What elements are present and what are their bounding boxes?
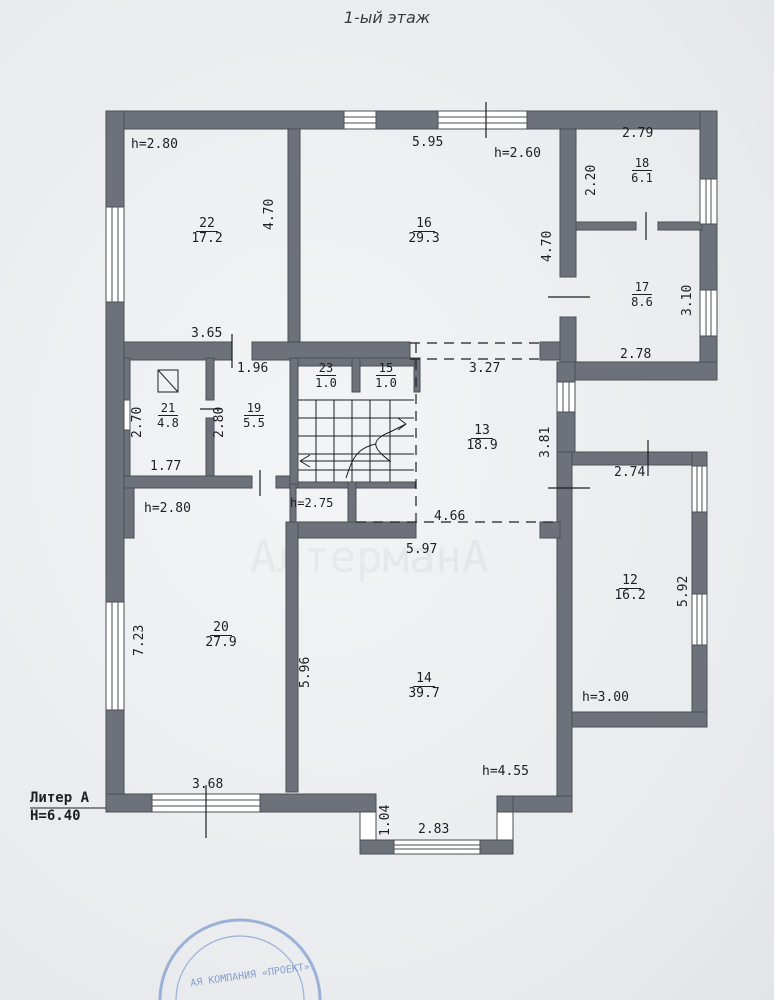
room-area: 39.7	[408, 686, 440, 701]
dimension-label: 4.66	[434, 509, 466, 524]
dimension-label: 5.92	[676, 575, 691, 607]
room-number: 17	[631, 280, 653, 295]
dimension-label: 2.74	[614, 465, 646, 480]
room-number: 15	[375, 361, 397, 376]
room-area: 18.9	[466, 438, 498, 453]
staircase	[298, 399, 414, 482]
dimension-label: 3.65	[191, 326, 223, 341]
floor-title: 1-ый этаж	[343, 8, 431, 27]
liter-height: H=6.40	[30, 808, 81, 824]
dimension-label: 3.27	[469, 361, 501, 376]
dimension-label: 1.04	[378, 804, 393, 836]
dimension-label: 4.70	[262, 198, 277, 230]
dimension-label: 1.77	[150, 459, 182, 474]
liter-label: Литер А	[30, 790, 90, 806]
room-area: 17.2	[191, 231, 223, 246]
room-number: 21	[157, 401, 179, 416]
dimension-label: 7.23	[132, 624, 147, 656]
height-label: h=2.60	[494, 146, 541, 161]
dimension-label: 2.80	[212, 406, 227, 438]
dimension-label: 2.70	[130, 406, 145, 438]
room-number: 23	[315, 361, 337, 376]
door-marks	[200, 102, 649, 838]
room-number: 19	[243, 401, 265, 416]
room-area: 6.1	[631, 171, 653, 185]
dimension-label: 3.10	[680, 284, 695, 316]
windows	[105, 110, 718, 855]
dimension-label: 3.68	[192, 777, 224, 792]
dimension-label: 2.79	[622, 126, 654, 141]
height-label: h=2.75	[290, 496, 334, 510]
dimension-label: 5.95	[412, 135, 444, 150]
company-stamp	[158, 918, 322, 1000]
room-number: 14	[413, 672, 435, 687]
height-label: h=2.80	[144, 501, 191, 516]
room-number: 12	[619, 574, 641, 589]
height-label: h=4.55	[482, 764, 529, 779]
dimension-label: 2.78	[620, 347, 652, 362]
room-number: 13	[471, 424, 493, 439]
room-area: 1.0	[315, 376, 337, 390]
dimension-label: 2.83	[418, 822, 450, 837]
room-area: 16.2	[614, 588, 646, 603]
dimension-label: 3.81	[538, 426, 553, 458]
room-number: 18	[631, 156, 653, 171]
room-area: 29.3	[408, 231, 440, 246]
room-number: 22	[196, 217, 218, 232]
dashed-lines	[356, 342, 556, 523]
room-area: 27.9	[205, 635, 237, 650]
room-number: 16	[413, 217, 435, 232]
dimension-label: 1.96	[237, 361, 269, 376]
room-number: 20	[210, 621, 232, 636]
height-label: h=2.80	[131, 137, 178, 152]
dimension-label: 5.97	[406, 542, 438, 557]
dimension-label: 5.96	[298, 656, 313, 688]
dimension-label: 2.20	[584, 164, 599, 196]
room-area: 5.5	[243, 416, 265, 430]
height-label: h=3.00	[582, 690, 629, 705]
room-area: 8.6	[631, 295, 653, 309]
dimension-label: 4.70	[540, 230, 555, 262]
room-area: 1.0	[375, 376, 397, 390]
walls	[105, 110, 718, 855]
shaft-icon	[157, 369, 179, 393]
room-area: 4.8	[157, 416, 179, 430]
